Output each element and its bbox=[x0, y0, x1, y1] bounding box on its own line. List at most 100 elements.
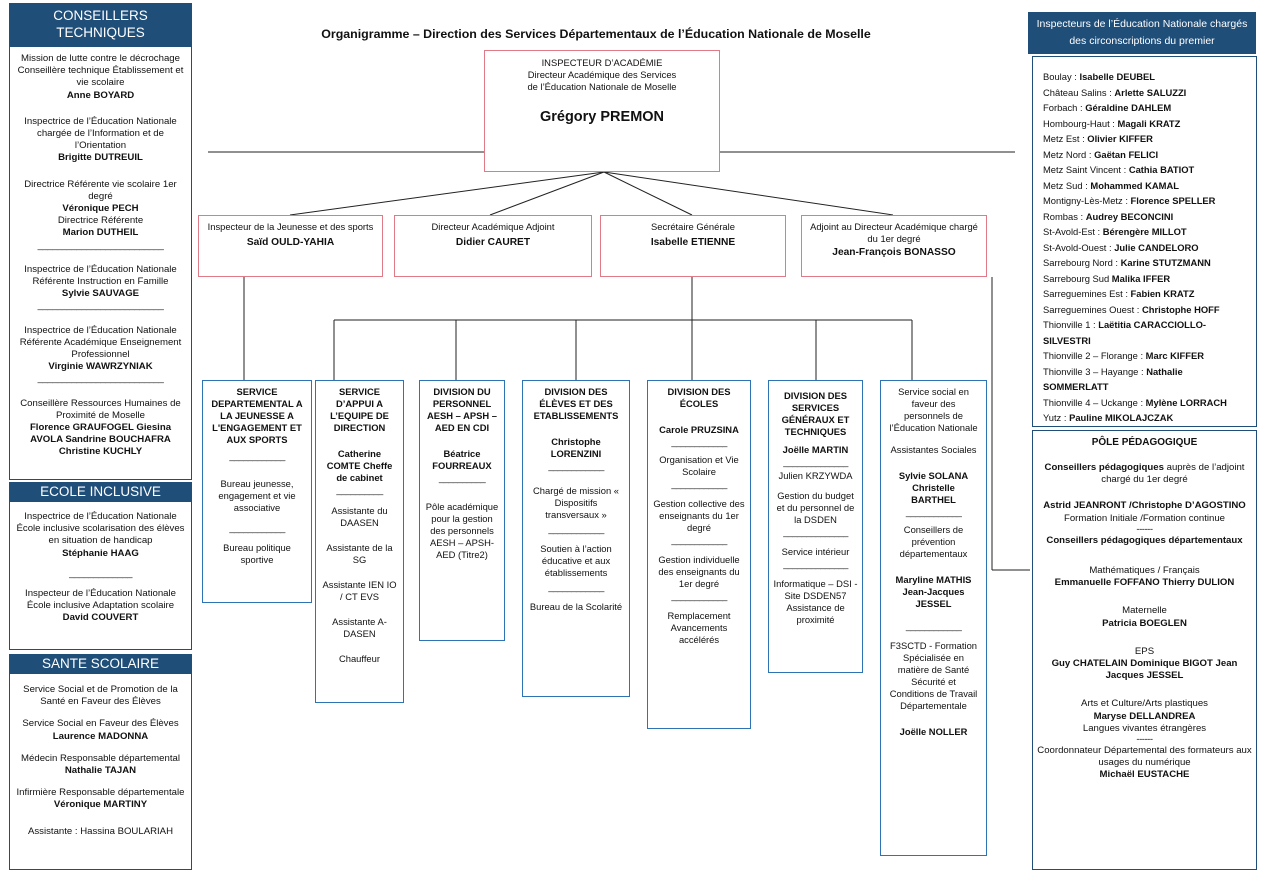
division-item: Chargé de mission « Dispositifs transver… bbox=[533, 485, 619, 520]
division-item: Assistante IEN IO / CT EVS bbox=[322, 579, 397, 602]
circonscription: Thionville 3 – Hayange : bbox=[1043, 365, 1147, 377]
divider: ____________ bbox=[671, 436, 727, 447]
inspecteur-row: Montigny-Lès-Metz : Florence SPELLER bbox=[1043, 193, 1250, 209]
division-title: DIVISION DU PERSONNEL AESH – APSH – AED … bbox=[427, 386, 497, 433]
divider: ____________ bbox=[548, 523, 604, 534]
conseiller-entry: Mission de lutte contre le décrochage Co… bbox=[17, 53, 184, 101]
divider: ____________ bbox=[905, 506, 962, 517]
inspecteur-row: Château Salins : Arlette SALUZZI bbox=[1043, 85, 1250, 101]
circonscription: Thionville 4 – Uckange : bbox=[1043, 396, 1146, 408]
division-title: SERVICE DEPARTEMENTAL A LA JEUNESSE A L'… bbox=[211, 386, 303, 445]
division-title: SERVICE D’APPUI A L’EQUIPE DE DIRECTION bbox=[330, 386, 389, 433]
division-head: Maryline MATHIS Jean-Jacques JESSEL bbox=[895, 574, 972, 609]
inspecteur-row: Thionville 4 – Uckange : Mylène LORRACH bbox=[1043, 395, 1250, 411]
division-head: Béatrice FOURREAUX bbox=[432, 448, 492, 471]
deputy-role: Inspecteur de la Jeunesse et des sports bbox=[207, 221, 374, 232]
division-title: DIVISION DES SERVICES GÉNÉRAUX ET TECHNI… bbox=[781, 390, 850, 437]
division-personnel: DIVISION DU PERSONNEL AESH – APSH – AED … bbox=[419, 380, 505, 641]
inspecteur-row: Thionville 2 – Florange : Marc KIFFER bbox=[1043, 348, 1250, 364]
divider: ------ bbox=[1136, 523, 1153, 535]
inspecteur-name: Olivier KIFFER bbox=[1087, 133, 1153, 144]
division-item: Gestion du budget et du personnel de la … bbox=[776, 490, 855, 525]
divider: __________ bbox=[438, 472, 486, 483]
inspecteur-name: Magali KRATZ bbox=[1117, 117, 1181, 129]
inspecteur-row: Sarrebourg Nord : Karine STUTZMANN bbox=[1043, 255, 1250, 271]
divider: __________ bbox=[336, 484, 383, 495]
inspecteur-name: Nathalie SOMMERLATT bbox=[1043, 365, 1183, 393]
inclusive-entry: Inspecteur de l’Éducation Nationale Écol… bbox=[25, 587, 176, 624]
inspecteur-row: Metz Saint Vincent : Cathia BATIOT bbox=[1043, 162, 1250, 178]
divider: _____________ bbox=[69, 567, 132, 579]
division-item: Organisation et Vie Scolaire bbox=[659, 454, 739, 477]
inspecteur-name: Gaëtan FELICI bbox=[1094, 148, 1159, 160]
conseillers-header: CONSEILLERS TECHNIQUES bbox=[10, 4, 191, 47]
division-item: Remplacement Avancements accélérés bbox=[667, 610, 731, 645]
inspecteur-row: Thionville 3 – Hayange : Nathalie SOMMER… bbox=[1043, 364, 1250, 395]
division-item: Julien KRZYWDA bbox=[778, 470, 853, 481]
divider: __________________________ bbox=[37, 239, 164, 251]
division-item: Chauffeur bbox=[338, 653, 380, 664]
sante-entry: Service Social et de Promotion de la San… bbox=[23, 684, 178, 708]
inspecteur-row: Sarreguemines Ouest : Christophe HOFF bbox=[1043, 302, 1250, 318]
circonscription: Sarreguemines Est : bbox=[1043, 288, 1131, 299]
circonscription: Rombas : bbox=[1043, 210, 1086, 222]
circonscription: Forbach : bbox=[1043, 102, 1086, 113]
deputy-name: Didier CAURET bbox=[455, 237, 531, 248]
division-item: Bureau jeunesse, engagement et vie assoc… bbox=[218, 478, 296, 513]
sante-header: SANTE SCOLAIRE bbox=[10, 655, 191, 674]
inspecteur-name: Audrey BECONCINI bbox=[1085, 210, 1174, 222]
inspecteur-row: Boulay : Isabelle DEUBEL bbox=[1043, 69, 1250, 85]
inspecteur-row: Sarrebourg Sud Malika IFFER bbox=[1043, 271, 1250, 287]
division-item: Bureau politique sportive bbox=[223, 542, 291, 565]
inspecteur-name: Laëtitia CARACCIOLLO-SILVESTRI bbox=[1043, 319, 1207, 346]
inspecteur-row: Hombourg-Haut : Magali KRATZ bbox=[1043, 116, 1250, 132]
conseiller-entry: Inspectrice de l’Éducation Nationale Réf… bbox=[13, 325, 188, 386]
divider: __________________________ bbox=[37, 373, 164, 385]
deputy-box-2: Directeur Académique Adjoint Didier CAUR… bbox=[394, 215, 592, 277]
division-head: Carole PRUZSINA bbox=[659, 424, 739, 435]
inspecteur-name: Fabien KRATZ bbox=[1130, 288, 1195, 299]
inspecteur-name: Karine STUTZMANN bbox=[1120, 257, 1211, 268]
inspecteur-name: Mohammed KAMAL bbox=[1090, 179, 1179, 191]
deputy-name: Saïd OULD-YAHIA bbox=[246, 237, 335, 248]
inspecteur-name: Julie CANDELORO bbox=[1114, 241, 1199, 253]
inspecteur-row: St-Avold-Ouest : Julie CANDELORO bbox=[1043, 240, 1250, 256]
division-head: Joëlle MARTIN bbox=[782, 444, 849, 455]
division-item: Assistante du DAASEN bbox=[331, 505, 388, 528]
divider: ____________ bbox=[905, 620, 962, 631]
circonscription: Metz Saint Vincent : bbox=[1043, 164, 1129, 175]
division-head: Catherine COMTE Cheffe de cabinet bbox=[326, 448, 393, 483]
division-item: Gestion collective des enseignants du 1e… bbox=[653, 498, 745, 533]
circonscription: Sarrebourg Nord : bbox=[1043, 257, 1121, 268]
deputy-box-3: Secrétaire Générale Isabelle ETIENNE bbox=[600, 215, 786, 277]
circonscription: Château Salins : bbox=[1043, 86, 1115, 98]
division-item: Service intérieur bbox=[781, 546, 850, 557]
deputy-name: Jean-François BONASSO bbox=[832, 247, 956, 258]
division-title: DIVISION DES ÉLÈVES ET DES ETABLISSEMENT… bbox=[533, 386, 619, 421]
director-box: INSPECTEUR D’ACADÉMIE Directeur Académiq… bbox=[484, 50, 720, 172]
inspecteur-row: Sarreguemines Est : Fabien KRATZ bbox=[1043, 286, 1250, 302]
division-services-generaux: DIVISION DES SERVICES GÉNÉRAUX ET TECHNI… bbox=[768, 380, 863, 673]
inspecteur-name: Géraldine DAHLEM bbox=[1085, 102, 1172, 113]
circonscription: Hombourg-Haut : bbox=[1043, 117, 1118, 129]
division-item: Bureau de la Scolarité bbox=[529, 601, 623, 612]
inspecteur-row: St-Avold-Est : Bérengère MILLOT bbox=[1043, 224, 1250, 240]
circonscription: Metz Est : bbox=[1043, 133, 1088, 144]
pole-header: PÔLE PÉDAGOGIQUE bbox=[1091, 437, 1198, 448]
director-line3: de l’Éducation Nationale de Moselle bbox=[527, 81, 677, 92]
divider: ____________ bbox=[229, 522, 285, 533]
inclusive-entry: Inspectrice de l’Éducation Nationale Éco… bbox=[16, 511, 185, 559]
inspecteurs-header: Inspecteurs de l’Éducation Nationale cha… bbox=[1028, 12, 1256, 54]
circonscription: Sarrebourg Sud bbox=[1043, 272, 1112, 284]
divider: ______________ bbox=[783, 526, 848, 537]
conseiller-entry: Inspectrice de l’Éducation Nationale cha… bbox=[24, 115, 177, 164]
divider: ____________ bbox=[671, 478, 727, 489]
division-jeunesse: SERVICE DEPARTEMENTAL A LA JEUNESSE A L'… bbox=[202, 380, 312, 603]
circonscription: Thionville 1 : bbox=[1043, 319, 1099, 330]
deputy-box-1: Inspecteur de la Jeunesse et des sports … bbox=[198, 215, 383, 277]
inspecteur-name: Arlette SALUZZI bbox=[1114, 86, 1187, 98]
inspecteur-name: Bérengère MILLOT bbox=[1102, 226, 1187, 237]
